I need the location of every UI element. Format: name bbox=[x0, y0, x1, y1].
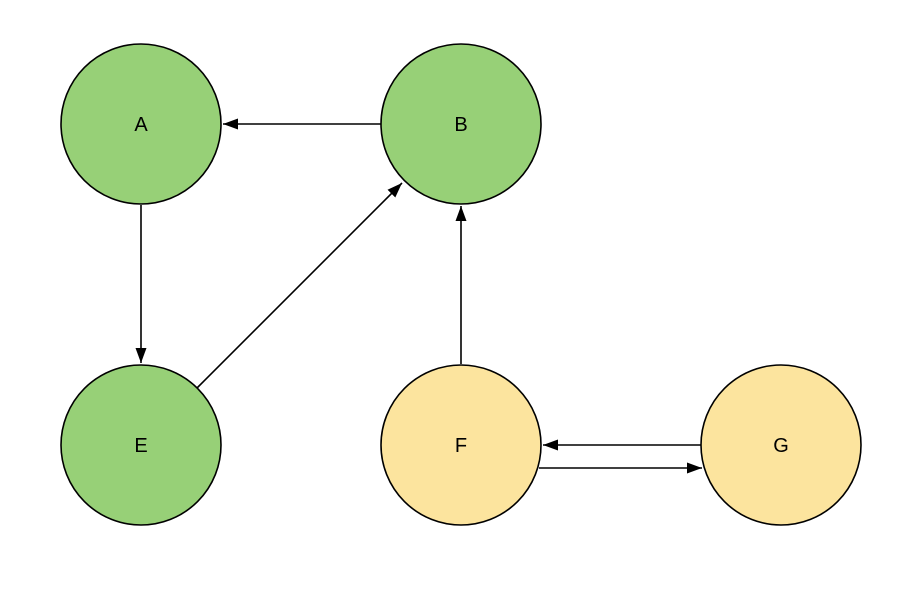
node-A[interactable]: A bbox=[60, 43, 222, 205]
node-G-circle[interactable] bbox=[700, 364, 862, 526]
node-G-label: G bbox=[773, 435, 789, 457]
node-E-circle[interactable] bbox=[60, 364, 222, 526]
node-A-circle[interactable] bbox=[60, 43, 222, 205]
edge-E-to-B[interactable] bbox=[196, 182, 403, 389]
node-G[interactable]: G bbox=[700, 364, 862, 526]
node-E[interactable]: E bbox=[60, 364, 222, 526]
node-B-circle[interactable] bbox=[380, 43, 542, 205]
node-B-label: B bbox=[454, 114, 467, 136]
node-F-label: F bbox=[455, 435, 467, 457]
node-F[interactable]: F bbox=[380, 364, 542, 526]
node-A-label: A bbox=[134, 114, 148, 136]
node-F-circle[interactable] bbox=[380, 364, 542, 526]
node-B[interactable]: B bbox=[380, 43, 542, 205]
node-E-label: E bbox=[134, 435, 147, 457]
